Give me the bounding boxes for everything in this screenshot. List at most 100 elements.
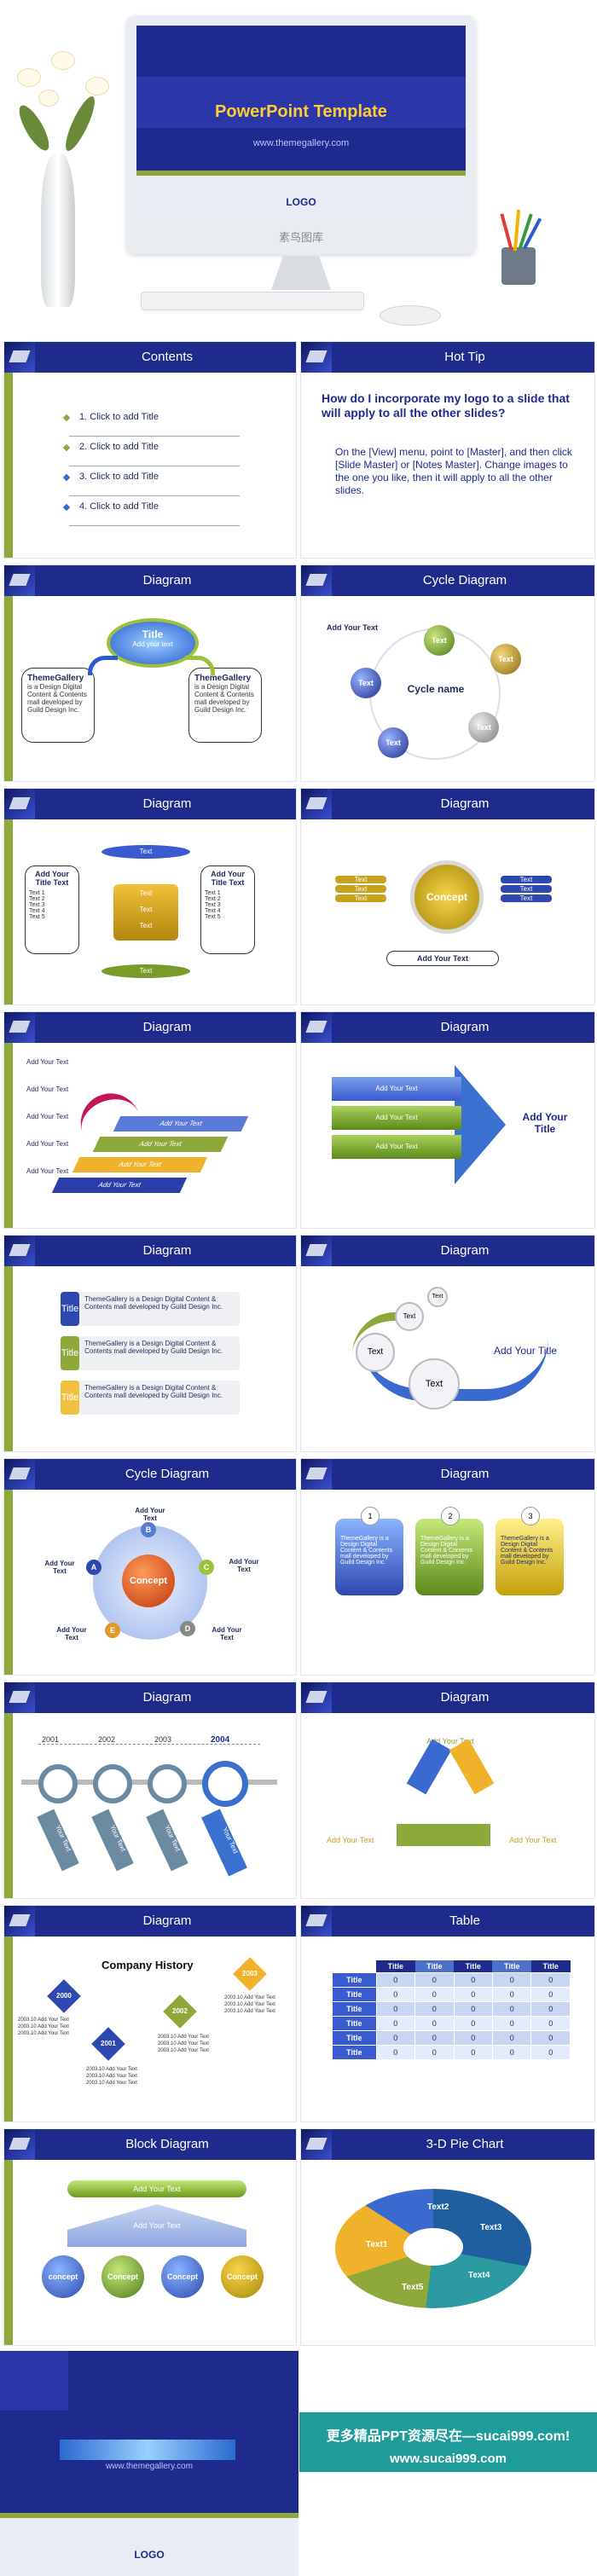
table-row: Title00000 (333, 2017, 571, 2031)
slide-header: Hot Tip (301, 342, 594, 373)
table-cell: 0 (492, 2046, 530, 2060)
table-cell: 0 (376, 2002, 414, 2017)
diamond-label: 2001 (101, 2032, 116, 2056)
screen-strip (136, 171, 466, 176)
slide-header: 3-D Pie Chart (301, 2129, 594, 2160)
arrow-bar: Add Your Text (332, 1077, 461, 1101)
flower-shape (17, 68, 41, 87)
closing-bottom (0, 2518, 298, 2576)
corner-icon (301, 2129, 332, 2160)
side-bar (4, 1266, 13, 1451)
cycle-node: Text (468, 712, 499, 743)
year-diamond: 2003 (233, 1957, 267, 1991)
column-header: Title (415, 1960, 454, 1973)
info-card: ThemeGallery is a Design Digital Content… (415, 1519, 484, 1595)
cycle-label: Add Your Text (206, 1626, 248, 1641)
corner-icon (4, 1906, 35, 1936)
recycle-arrow (397, 1824, 490, 1846)
year-label: 2004 (211, 1735, 229, 1745)
side-bar (4, 596, 13, 781)
time-tag: Your Text (37, 1809, 79, 1872)
diamond-label: 2003 (242, 1962, 258, 1986)
list-item[interactable]: 2. Click to add Title (69, 437, 240, 466)
slide-header: Diagram (4, 1236, 296, 1266)
list-item-label: 3. Click to add Title (79, 472, 159, 482)
corner-icon (301, 789, 332, 819)
cycle-node: Text (424, 625, 455, 656)
slide-header: Cycle Diagram (301, 565, 594, 596)
slide-header: Diagram (301, 1236, 594, 1266)
entry-item: 2003.10 Add Your Text (158, 2041, 209, 2047)
info-card: ThemeGallery is a Design Digital Content… (496, 1519, 564, 1595)
slide-title: Block Diagram (38, 2137, 296, 2151)
letter-badge: D (180, 1621, 195, 1636)
table-cell: 0 (376, 1988, 414, 2002)
recycle-label: Add Your Text (412, 1737, 489, 1745)
right-textbox: ThemeGallery is a Design Digital Content… (188, 668, 262, 743)
year-diamond: 2001 (91, 2027, 125, 2061)
table-cell: 0 (415, 1973, 454, 1988)
slide-title: Diagram (335, 1020, 594, 1034)
table-cell: 0 (454, 2002, 492, 2017)
step-bar: Add Your Text (52, 1178, 187, 1193)
slide-title: Diagram (38, 573, 296, 588)
diamond-label: 2002 (172, 2000, 188, 2023)
slide-title: Hot Tip (335, 350, 594, 364)
hero-section: PowerPoint Template www.themegallery.com… (0, 0, 597, 341)
corner-icon (4, 1682, 35, 1713)
cylinder-stack: Text Text Text (113, 884, 178, 941)
bullet-item: Text 3 (29, 902, 75, 908)
table-cell: 0 (492, 2002, 530, 2017)
letter-badge: C (199, 1560, 214, 1575)
tip-answer: On the [View] menu, point to [Master], a… (335, 446, 583, 497)
entry-list: 2003.10 Add Your Text 2003.10 Add Your T… (86, 2066, 137, 2087)
column-header: Title (531, 1960, 571, 1973)
ad-line-2[interactable]: www.sucai999.com (299, 2452, 597, 2466)
stack-label: Text (501, 885, 552, 893)
slide-contents: Contents 1. Click to add Title 2. Click … (3, 341, 297, 559)
side-bar (4, 1043, 13, 1228)
bullet-icon (63, 504, 70, 511)
stack-label: Text (335, 894, 386, 902)
ad-panel: 更多精品PPT资源尽在—sucai999.com! www.sucai999.c… (299, 2351, 597, 2576)
slide-diagram-7: Diagram Text Text Text Text Add Your Tit… (300, 1235, 595, 1452)
list-item[interactable]: 4. Click to add Title (69, 496, 240, 526)
list-item[interactable]: 3. Click to add Title (69, 466, 240, 496)
text-circle: Text (356, 1333, 395, 1372)
list-item[interactable]: 1. Click to add Title (69, 407, 240, 437)
entry-item: 2003.10 Add Your Text (224, 1994, 275, 2001)
year-diamond: 2000 (47, 1979, 81, 2013)
slide-header: Diagram (301, 1459, 594, 1490)
left-arrow (88, 656, 118, 675)
entry-item: 2003.10 Add Your Text (158, 2047, 209, 2054)
column-header: Title (492, 1960, 530, 1973)
concept-ball: Concept (161, 2255, 204, 2298)
bullet-icon (63, 414, 70, 421)
slide-3d-pie-chart: 3-D Pie Chart Text1 Text2 Text3 Text4 Te… (300, 2128, 595, 2346)
arrow-head (455, 1065, 506, 1184)
slide-title: Diagram (335, 1243, 594, 1258)
title-row: Title ThemeGallery is a Design Digital C… (61, 1336, 240, 1370)
ad-line-1[interactable]: 更多精品PPT资源尽在—sucai999.com! (299, 2424, 597, 2445)
table-row: Title00000 (333, 1988, 571, 2002)
pie-label: Text4 (468, 2271, 490, 2280)
row-badge: Title (61, 1292, 79, 1326)
slide-title: Diagram (335, 796, 594, 811)
stack-label: Text (501, 876, 552, 883)
table-cell: 0 (415, 2031, 454, 2046)
slide-header: Contents (4, 342, 296, 373)
entry-item: 2003.10 Add Your Text (224, 2001, 275, 2008)
year-label: 2001 (42, 1735, 59, 1744)
arrow-bar: Add Your Text (332, 1106, 461, 1130)
time-tag: Your Text (146, 1809, 188, 1872)
left-panel: Add Your Title Text Text 1 Text 2 Text 3… (25, 865, 79, 954)
cylinder-label: Text (113, 913, 178, 929)
bullet-item: Text 2 (29, 896, 75, 902)
text-circle: Text (395, 1302, 424, 1331)
bullet-item: Text 4 (205, 908, 251, 914)
cycle-label: Add Your Text (50, 1626, 93, 1641)
corner-icon (301, 1906, 332, 1936)
side-bar (4, 373, 13, 558)
